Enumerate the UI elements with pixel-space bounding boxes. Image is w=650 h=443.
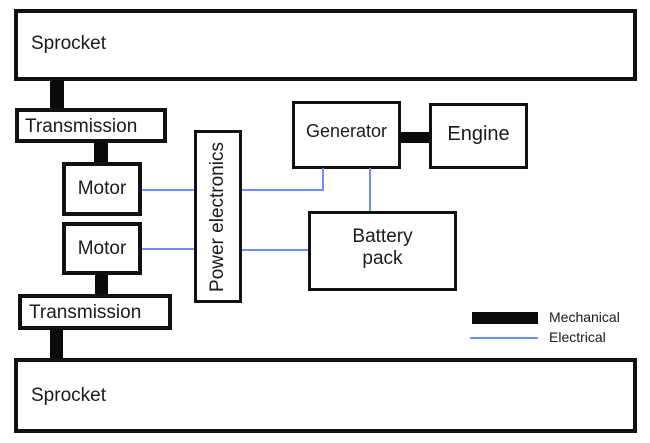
motor-top-box: Motor xyxy=(62,162,142,216)
legend-mechanical-swatch xyxy=(472,312,538,324)
mech-link-transmission-motor-top xyxy=(94,142,108,163)
motor-bottom-box: Motor xyxy=(62,222,142,275)
elec-line-motor-top-power-electronics xyxy=(142,189,194,191)
sprocket-bottom-box: Sprocket xyxy=(14,358,637,433)
sprocket-top-box: Sprocket xyxy=(14,9,637,81)
power-electronics-box: Power electronics xyxy=(194,130,242,303)
elec-line-power-electronics-generator-v xyxy=(322,168,324,191)
engine-label: Engine xyxy=(447,122,510,145)
mech-link-transmission-sprocket-bottom xyxy=(50,329,63,359)
power-electronics-label: Power electronics xyxy=(207,141,228,292)
legend-electrical-swatch xyxy=(470,337,538,339)
elec-line-motor-bottom-power-electronics xyxy=(142,248,194,250)
mech-link-generator-engine xyxy=(400,132,430,143)
battery-pack-box: Battery pack xyxy=(308,211,457,291)
engine-box: Engine xyxy=(429,103,528,169)
elec-line-power-electronics-battery xyxy=(242,249,308,251)
transmission-top-label: Transmission xyxy=(25,116,138,137)
generator-box: Generator xyxy=(292,101,401,169)
legend-mechanical-label: Mechanical xyxy=(549,309,620,325)
motor-top-label: Motor xyxy=(77,178,127,199)
generator-label: Generator xyxy=(305,120,388,141)
elec-line-generator-battery xyxy=(369,168,371,211)
sprocket-bottom-label: Sprocket xyxy=(31,385,106,406)
transmission-bottom-label: Transmission xyxy=(29,302,142,323)
mech-link-motor-transmission-bottom xyxy=(95,274,108,295)
transmission-bottom-box: Transmission xyxy=(18,294,172,330)
battery-pack-label-line2: pack xyxy=(362,248,403,269)
transmission-top-box: Transmission xyxy=(15,108,167,143)
sprocket-top-label: Sprocket xyxy=(31,33,106,54)
motor-bottom-label: Motor xyxy=(77,237,127,259)
mech-link-sprocket-transmission-top xyxy=(50,80,64,109)
battery-pack-label-line1: Battery xyxy=(352,226,413,247)
legend-electrical-label: Electrical xyxy=(549,329,606,345)
elec-line-power-electronics-generator-h xyxy=(242,189,324,191)
